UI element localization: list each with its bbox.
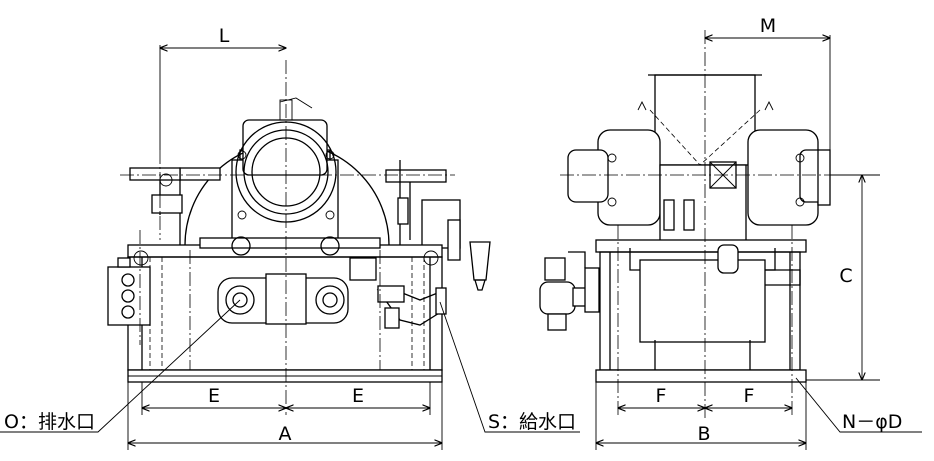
label-mounting-holes: N－φD (842, 411, 902, 433)
label-F-left: F (656, 385, 667, 407)
front-view (107, 60, 491, 415)
label-E-right: E (352, 385, 364, 407)
label-water-supply-inlet: S：給水口 (488, 411, 576, 433)
label-B: B (697, 423, 710, 445)
label-M: M (760, 15, 776, 37)
label-C: C (839, 265, 852, 287)
leaders (0, 299, 922, 433)
label-L: L (219, 25, 230, 47)
label-F-right: F (744, 385, 755, 407)
side-view (539, 30, 880, 420)
label-E-left: E (208, 385, 220, 407)
labels: L M C E E A F F B O：排水口 S：給水口 N－φD (4, 15, 902, 445)
dimensions (127, 35, 880, 450)
label-A: A (279, 423, 292, 445)
label-drain-outlet: O：排水口 (4, 411, 95, 433)
